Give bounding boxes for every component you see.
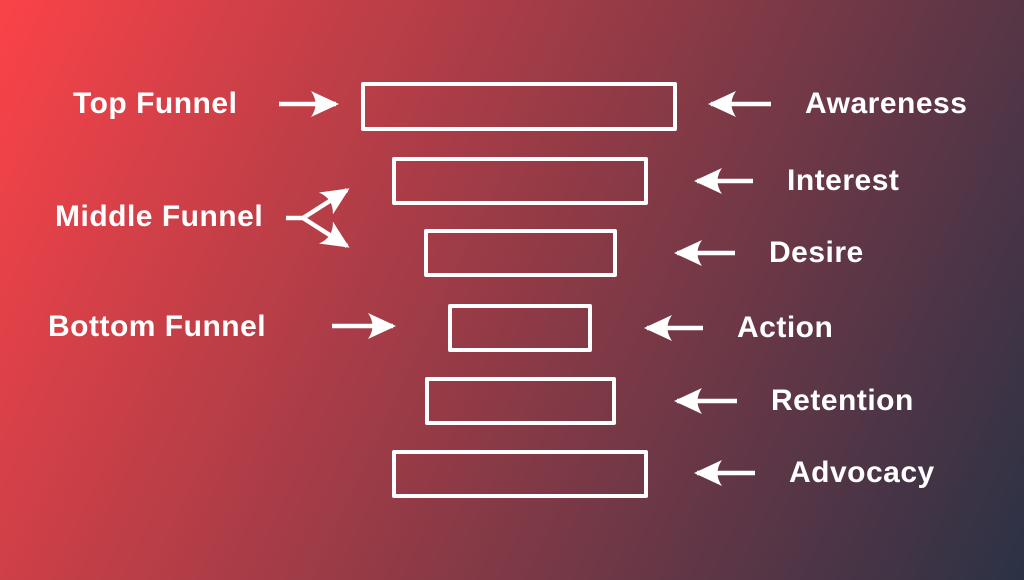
funnel-box-interest (392, 157, 648, 205)
funnel-box-advocacy (392, 450, 648, 498)
funnel-box-retention (425, 377, 616, 425)
arrow-left-desire-icon (674, 240, 735, 266)
branch-arrow-middle-funnel-icon (286, 188, 350, 248)
stage-label-desire: Desire (769, 236, 864, 269)
row-retention: Retention (672, 384, 914, 418)
arrow-right-bottom-funnel-icon (332, 313, 396, 339)
stage-label-action: Action (737, 311, 834, 344)
row-advocacy: Advocacy (692, 456, 935, 490)
arrow-left-awareness-icon (708, 91, 771, 117)
left-label-bottom-funnel: Bottom Funnel (48, 310, 267, 343)
stage-label-awareness: Awareness (805, 87, 968, 120)
stage-label-retention: Retention (771, 384, 914, 417)
row-desire: Desire (672, 236, 864, 270)
funnel-box-desire (424, 229, 617, 277)
row-awareness: Awareness (706, 87, 967, 121)
arrow-left-action-icon (644, 315, 703, 341)
left-label-middle-funnel: Middle Funnel (55, 200, 264, 233)
stage-label-advocacy: Advocacy (789, 456, 935, 489)
row-interest: Interest (692, 164, 899, 198)
arrow-left-advocacy-icon (694, 460, 755, 486)
arrow-right-top-funnel-icon (279, 91, 339, 117)
left-label-top-funnel: Top Funnel (73, 87, 238, 120)
stage-label-interest: Interest (787, 164, 900, 197)
row-action: Action (642, 311, 833, 345)
arrow-left-interest-icon (694, 168, 753, 194)
funnel-box-action (448, 304, 592, 352)
arrow-left-retention-icon (674, 388, 737, 414)
funnel-box-awareness (361, 82, 677, 131)
